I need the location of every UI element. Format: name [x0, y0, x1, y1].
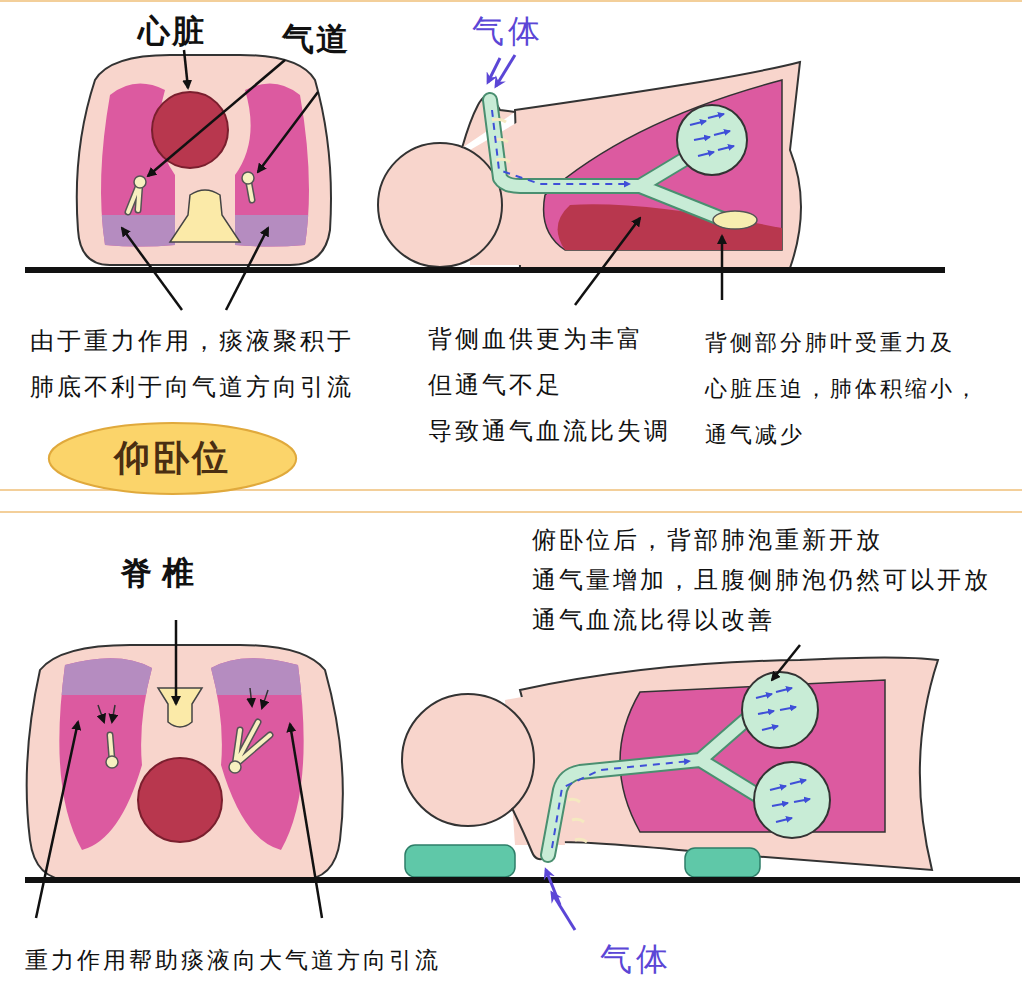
position-title: 仰卧位	[114, 434, 231, 483]
position-ellipse: 仰卧位	[45, 420, 300, 497]
note-text: 由于重力作用，痰液聚积于 肺底不利于向气道方向引流	[30, 318, 375, 410]
note-text: 重力作用帮助痰液向大气道方向引流	[25, 945, 441, 975]
note-text: 俯卧位后，背部肺泡重新开放 通气量增加，且腹侧肺泡仍然可以开放 通气血流比得以改…	[532, 520, 1014, 640]
gas-label: 气体	[472, 10, 544, 52]
part-label: 脊椎	[120, 552, 204, 594]
gas-label: 气体	[600, 938, 672, 980]
part-label: 心脏	[138, 10, 206, 52]
part-label: 气道	[282, 18, 350, 60]
note-text: 背侧血供更为丰富 但通气不足 导致通气血流比失调	[428, 316, 703, 454]
note-text: 背侧部分肺叶受重力及 心脏压迫，肺体积缩小， 通气减少	[705, 320, 1017, 458]
